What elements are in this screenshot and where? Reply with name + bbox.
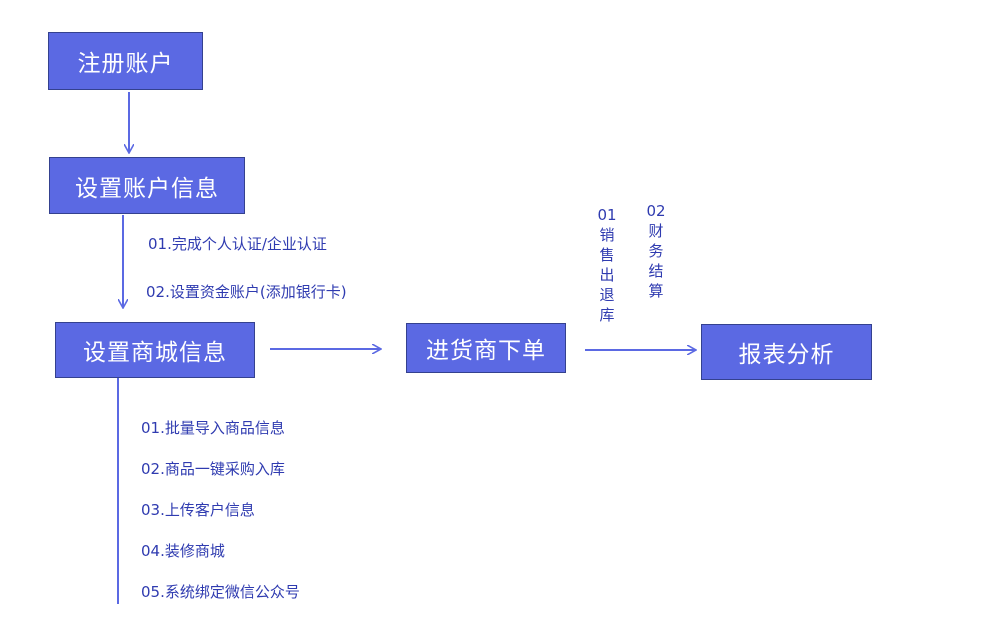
order-note-sales-char: 库 — [599, 306, 615, 324]
mall-note-4: 04.装修商城 — [141, 542, 225, 560]
order-note-finance-char: 算 — [648, 282, 664, 300]
order-note-sales-char: 售 — [599, 246, 615, 264]
node-purchase: 进货商下单 — [406, 323, 566, 373]
mall-note-3: 03.上传客户信息 — [141, 501, 255, 519]
order-note-sales-char: 销 — [599, 226, 615, 244]
node-account-info: 设置账户信息 — [49, 157, 245, 214]
mall-note-5: 05.系统绑定微信公众号 — [141, 583, 300, 601]
order-note-finance-number: 02 — [646, 202, 666, 220]
order-note-sales: 01 销 售 出 退 库 — [596, 205, 618, 325]
order-note-finance-char: 结 — [648, 262, 664, 280]
order-note-sales-char: 出 — [599, 266, 615, 284]
order-note-sales-char: 退 — [599, 286, 615, 304]
order-note-finance-char: 财 — [648, 222, 664, 240]
order-note-finance-char: 务 — [648, 242, 664, 260]
mall-note-1: 01.批量导入商品信息 — [141, 419, 285, 437]
node-mall-info: 设置商城信息 — [55, 322, 255, 378]
account-note-2: 02.设置资金账户(添加银行卡) — [146, 283, 347, 301]
mall-note-2: 02.商品一键采购入库 — [141, 460, 285, 478]
node-register: 注册账户 — [48, 32, 203, 90]
account-note-1: 01.完成个人认证/企业认证 — [148, 235, 327, 253]
node-report: 报表分析 — [701, 324, 872, 380]
order-note-sales-number: 01 — [597, 206, 617, 224]
order-note-finance: 02 财 务 结 算 — [645, 201, 667, 301]
